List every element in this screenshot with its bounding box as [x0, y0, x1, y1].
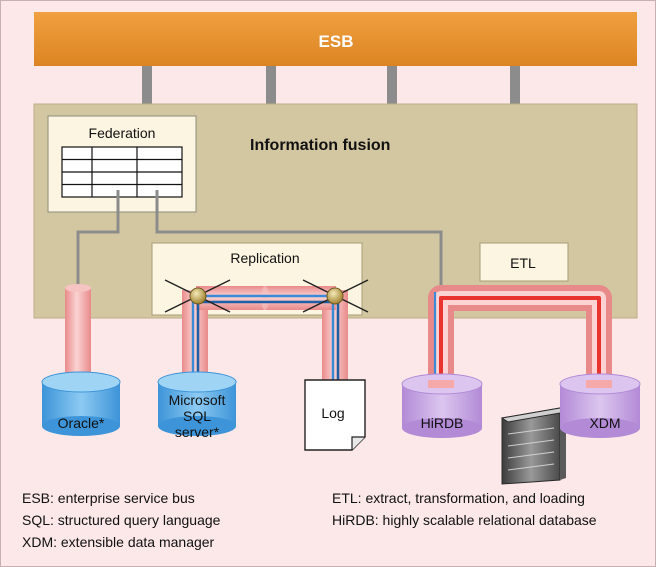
- log-label: Log: [321, 405, 344, 421]
- information-fusion-label: Information fusion: [250, 137, 390, 154]
- etl-label: ETL: [510, 255, 536, 271]
- federation-label: Federation: [89, 125, 156, 141]
- oracle-database: [41, 371, 121, 436]
- legend-sql: SQL: structured query language: [22, 512, 221, 528]
- hirdb-label: HiRDB: [421, 415, 464, 431]
- mssql-database: [157, 371, 237, 436]
- log-document: [304, 379, 366, 451]
- mssql-label-line1: Microsoft: [169, 392, 226, 408]
- xdm-database: [559, 373, 641, 438]
- replication-label: Replication: [230, 250, 299, 266]
- legend: ESB: enterprise service bus SQL: structu…: [22, 490, 597, 550]
- hirdb-database: [401, 373, 483, 438]
- esb-connectors: [142, 66, 520, 106]
- legend-xdm: XDM: extensible data manager: [22, 534, 215, 550]
- esb-label: ESB: [319, 32, 354, 51]
- mssql-label-line2: SQL: [183, 408, 211, 424]
- server-icon: [500, 407, 568, 485]
- esb-bar: [34, 12, 637, 66]
- etl-pipe: [428, 285, 612, 395]
- replication-flow-lines: [191, 294, 340, 385]
- mssql-label-line3: server*: [175, 424, 220, 440]
- replication-node-left: [189, 287, 207, 305]
- federation-table: [61, 146, 183, 198]
- etl-box: [479, 242, 569, 282]
- xdm-label: XDM: [589, 415, 620, 431]
- oracle-label: Oracle*: [58, 415, 105, 431]
- legend-esb: ESB: enterprise service bus: [22, 490, 195, 506]
- legend-etl: ETL: extract, transformation, and loadin…: [332, 490, 585, 506]
- replication-node-right: [326, 287, 344, 305]
- legend-hirdb: HiRDB: highly scalable relational databa…: [332, 512, 597, 528]
